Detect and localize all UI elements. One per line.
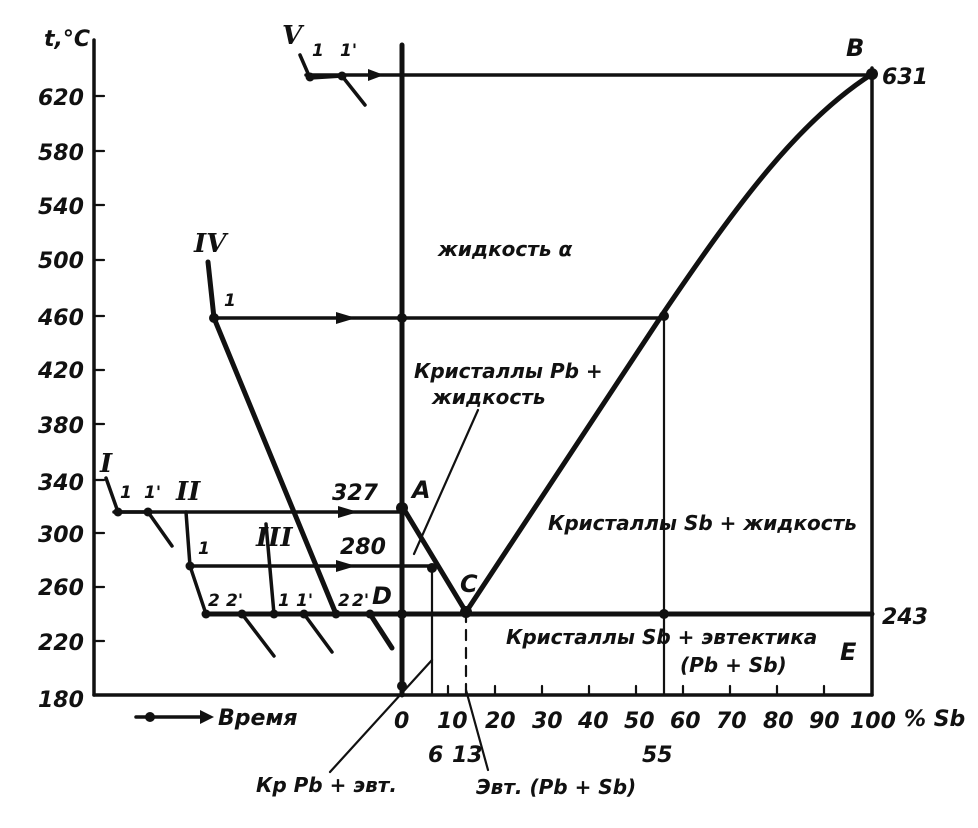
y-tick-label: 300 <box>38 523 84 548</box>
point-D-label: D <box>372 582 392 610</box>
y-tick-label: 460 <box>37 306 84 331</box>
isotherm-460 <box>210 312 666 324</box>
y-tick-label: 500 <box>38 249 84 274</box>
y-axis-title: t,°C <box>44 27 90 52</box>
leader-pb-liquid <box>412 408 480 556</box>
point-C-label: C <box>460 570 478 598</box>
y-tick-label: 420 <box>37 359 84 384</box>
y-tick-label: 540 <box>38 195 84 220</box>
y-tick-label: 340 <box>38 471 84 496</box>
region-sb-eut-2: (Pb + Sb) <box>680 653 787 677</box>
value-55: 55 <box>642 743 673 768</box>
leader-pb-eut <box>328 658 434 774</box>
x-tick-label: 10 <box>437 709 468 734</box>
value-280: 280 <box>340 535 386 560</box>
region-pb-eut: Кр Pb + эвт. <box>256 773 397 797</box>
curve-label-IV: IV <box>193 229 229 259</box>
leader-eut <box>464 688 490 772</box>
value-243: 243 <box>882 605 928 630</box>
liquidus-pb <box>399 503 469 615</box>
x-tick-label: 20 <box>485 709 516 734</box>
svg-text:2: 2 <box>338 591 350 611</box>
value-631: 631 <box>882 65 928 90</box>
region-pb-liquid-2: жидкость <box>431 385 545 409</box>
y-tick-label: 580 <box>38 141 84 166</box>
svg-text:1: 1 <box>224 291 236 311</box>
value-6: 6 <box>428 743 443 768</box>
y-tick-label: 380 <box>38 414 84 439</box>
point-B-label: B <box>846 34 864 62</box>
cooling-point-numbers: 1 1' 1 1 1' 1 2 2' 1 1' 2 2' <box>120 41 369 611</box>
point-E-label: E <box>840 638 857 666</box>
svg-text:1: 1 <box>278 591 290 611</box>
isotherm-327 <box>112 506 404 518</box>
point-A-label: A <box>410 476 431 504</box>
x-tick-label: 50 <box>624 709 655 734</box>
key-points <box>396 68 878 691</box>
curve-label-II: II <box>175 477 201 507</box>
y-axis <box>92 38 106 697</box>
isotherm-280 <box>186 560 434 572</box>
svg-text:1: 1 <box>198 539 210 559</box>
region-sb-liquid: Кристаллы Sb + жидкость <box>548 511 857 535</box>
x-tick-label: 80 <box>763 709 794 734</box>
x-tick-labels: 0 10 20 30 40 50 60 70 80 90 100 % Sb <box>394 707 965 734</box>
isotherm-631 <box>304 69 874 81</box>
svg-text:1: 1 <box>312 41 324 61</box>
cooling-curve-V <box>298 53 367 107</box>
svg-text:1': 1' <box>340 41 357 61</box>
x-tick-label: 90 <box>809 709 840 734</box>
region-liquid: жидкость α <box>437 237 572 261</box>
svg-text:1: 1 <box>120 483 132 503</box>
x-tick-label: 60 <box>670 709 701 734</box>
region-pb-liquid-1: Кристаллы Pb + <box>414 359 603 383</box>
x-unit-label: % Sb <box>904 707 965 732</box>
value-327: 327 <box>332 481 379 506</box>
y-tick-label: 260 <box>38 576 84 601</box>
svg-text:1': 1' <box>144 483 161 503</box>
x-tick-label: 100 <box>850 709 896 734</box>
y-tick-label: 620 <box>38 86 84 111</box>
curve-label-I: I <box>99 449 113 479</box>
cooling-curve-dots <box>113 71 375 619</box>
curve-label-III: III <box>255 523 293 553</box>
cooling-curve-III <box>264 522 334 654</box>
y-tick-label: 220 <box>38 631 84 656</box>
x-axis <box>92 684 874 697</box>
svg-text:2': 2' <box>352 591 369 611</box>
svg-text:2': 2' <box>226 591 243 611</box>
region-eut: Эвт. (Pb + Sb) <box>476 775 636 799</box>
cooling-curve-I <box>104 476 174 548</box>
x-tick-label: 40 <box>577 709 609 734</box>
curve-label-V: V <box>282 21 305 51</box>
time-label: Время <box>218 706 298 731</box>
svg-text:1': 1' <box>296 591 313 611</box>
x-tick-label: 70 <box>716 709 747 734</box>
x-tick-label: 0 <box>394 709 409 734</box>
y-tick-label: 180 <box>38 688 84 713</box>
liquidus-sb <box>463 71 875 615</box>
region-sb-eut-1: Кристаллы Sb + эвтектика <box>506 625 817 649</box>
time-arrow: Время <box>134 706 298 731</box>
value-13: 13 <box>452 743 483 768</box>
x-tick-label: 30 <box>532 709 563 734</box>
y-tick-labels: 620 580 540 500 460 420 380 340 300 260 … <box>37 86 84 713</box>
svg-text:2: 2 <box>208 591 220 611</box>
